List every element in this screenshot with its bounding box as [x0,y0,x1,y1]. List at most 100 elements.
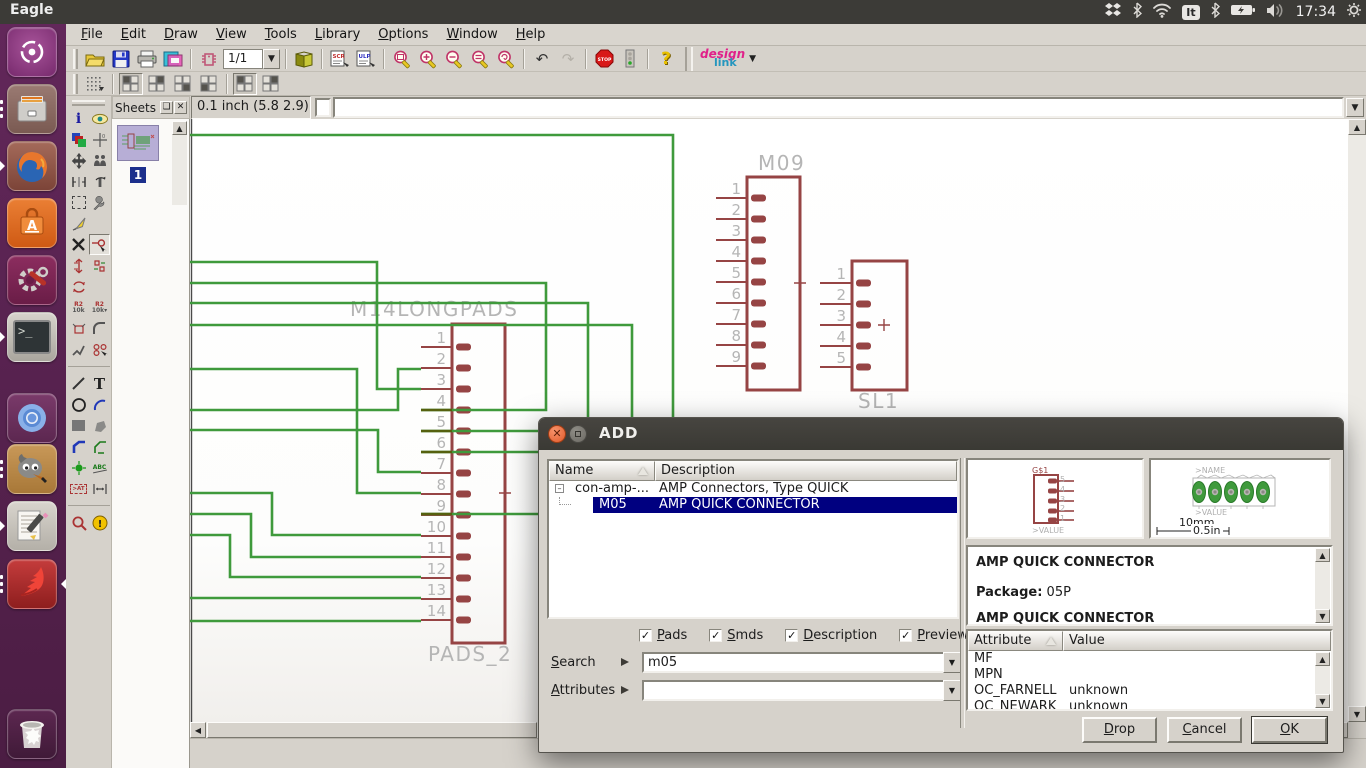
chevron-down-icon[interactable]: ▼ [943,680,961,701]
attributes-input[interactable] [642,680,943,701]
launcher-item-software-center[interactable]: A [0,197,66,249]
attribute-row-mf[interactable]: MF [968,651,1331,667]
info-tool-icon[interactable]: i [68,108,89,129]
sheet-thumbnail[interactable] [117,125,159,161]
image-icon[interactable] [161,48,185,70]
close-icon[interactable]: ✕ [548,425,566,443]
checkbox-icon[interactable]: ✓ [899,629,912,642]
group-tool-icon[interactable] [68,192,89,213]
maximize-icon[interactable] [569,425,587,443]
scroll-up-icon[interactable]: ▲ [172,121,187,135]
filter-smds[interactable]: ✓Smds [709,628,763,643]
tree-column-description[interactable]: Description [655,461,957,481]
component-SL1[interactable]: 12345SL1 [820,261,907,413]
move-tool-icon[interactable] [68,150,89,171]
command-line-input[interactable] [333,97,1344,118]
launcher-item-text-editor[interactable] [0,500,66,552]
circle-tool-icon[interactable] [68,394,89,415]
palette-handle[interactable] [72,100,105,106]
cancel-button[interactable]: Cancel [1167,717,1242,743]
bluetooth2-icon[interactable] [1210,2,1220,22]
attr-column-value[interactable]: Value [1063,631,1331,651]
scroll-down-icon[interactable]: ▼ [1315,694,1330,708]
copy-tool-icon[interactable] [89,150,110,171]
attributes-go-icon[interactable] [619,684,634,697]
add-tool-icon[interactable] [89,234,110,255]
launcher-item-trash[interactable] [0,708,66,760]
launcher-item-gimp[interactable] [0,443,66,495]
dialog-splitter[interactable] [960,458,965,728]
text-tool-icon[interactable]: T [89,373,110,394]
tree-row-con-amp-[interactable]: –con-amp-...AMP Connectors, Type QUICK [549,481,957,497]
sheet-number-badge[interactable]: 1 [130,167,146,183]
sheets-scrollbar[interactable]: ▲ [172,121,187,766]
quad-bl-icon[interactable] [197,73,221,95]
menu-draw[interactable]: Draw [155,25,207,44]
replace-tool-icon[interactable] [68,276,89,297]
mirror-tool-icon[interactable] [68,171,89,192]
mark-tool-icon[interactable]: 0 [89,129,110,150]
win-tr-icon[interactable] [259,73,283,95]
redo-icon[interactable]: ↷ [556,48,580,70]
erc-tool-icon[interactable] [68,512,89,533]
wifi-icon[interactable] [1152,3,1172,22]
filter-description[interactable]: ✓Description [785,628,877,643]
tree-row-m05[interactable]: M05AMP QUICK CONNECTOR [549,497,957,513]
sheet-selector-value[interactable]: 1/1 [223,49,263,69]
quad-tl-icon[interactable] [119,73,143,95]
menu-library[interactable]: Library [306,25,369,44]
name-tool-icon[interactable]: R210k [68,297,89,318]
cut-tool-icon[interactable] [68,213,89,234]
zoomredraw-icon[interactable] [494,48,518,70]
filter-pads[interactable]: ✓Pads [639,628,687,643]
launcher-item-chromium[interactable] [0,392,66,444]
session-gear-icon[interactable] [1346,2,1362,22]
undo-icon[interactable]: ↶ [530,48,554,70]
vertical-scrollbar[interactable]: ▲ ▼ [1348,119,1366,722]
component-M09[interactable]: 123456789M09 [716,151,806,390]
value-tool-icon[interactable]: R210k▾ [89,297,110,318]
menu-help[interactable]: Help [507,25,555,44]
change-tool-icon[interactable] [89,192,110,213]
chevron-down-icon[interactable]: ▼ [263,49,280,69]
description-scrollbar[interactable]: ▲ ▼ [1315,548,1330,623]
search-combobox[interactable]: m05 ▼ [642,652,961,673]
library-tree[interactable]: Name Description –con-amp-...AMP Connect… [547,459,959,619]
attribute-row-mpn[interactable]: MPN [968,667,1331,683]
smash-tool-icon[interactable] [68,318,89,339]
checkbox-icon[interactable]: ✓ [709,629,722,642]
command-history-dropdown-icon[interactable]: ▼ [1346,98,1364,117]
attribute-row-oc_farnell[interactable]: OC_FARNELLunknown [968,683,1331,699]
battery-icon[interactable] [1230,3,1256,21]
light-icon[interactable] [618,48,642,70]
net-tool-icon[interactable] [89,436,110,457]
wire-tool-icon[interactable] [68,373,89,394]
junction-tool-icon[interactable] [68,457,89,478]
label-tool-icon[interactable]: ABC [89,457,110,478]
menu-edit[interactable]: Edit [112,25,155,44]
errors-tool-icon[interactable]: ! [89,512,110,533]
design-link-menu[interactable]: designlink▼ [700,50,756,67]
print-icon[interactable] [135,48,159,70]
rect-tool-icon[interactable] [68,415,89,436]
dropbox-icon[interactable] [1104,2,1122,22]
launcher-item-system-settings[interactable] [0,254,66,306]
component-M14LONGPADS[interactable]: 1234567891011121314M14LONGPADSPADS_2 [350,297,518,666]
invoke-tool-icon[interactable] [89,339,110,360]
polygon-tool-icon[interactable] [89,415,110,436]
miter-tool-icon[interactable] [89,318,110,339]
attribute-tool-icon[interactable]: >AT [68,478,89,499]
tree-column-name[interactable]: Name [549,461,655,481]
tree-collapse-icon[interactable]: – [555,484,564,493]
grid-icon[interactable] [83,73,107,95]
stop-icon[interactable]: STOP [592,48,616,70]
quad-tr-icon[interactable] [145,73,169,95]
scroll-left-icon[interactable]: ◀ [190,722,206,738]
panel-close-icon[interactable]: ✕ [174,101,187,114]
scr-icon[interactable]: SCR [328,48,352,70]
scroll-up-icon[interactable]: ▲ [1315,548,1330,562]
attribute-scrollbar[interactable]: ▲ ▼ [1315,652,1330,708]
menu-tools[interactable]: Tools [256,25,306,44]
zoomin-icon[interactable] [416,48,440,70]
launcher-item-terminal[interactable]: >_ [0,311,66,363]
